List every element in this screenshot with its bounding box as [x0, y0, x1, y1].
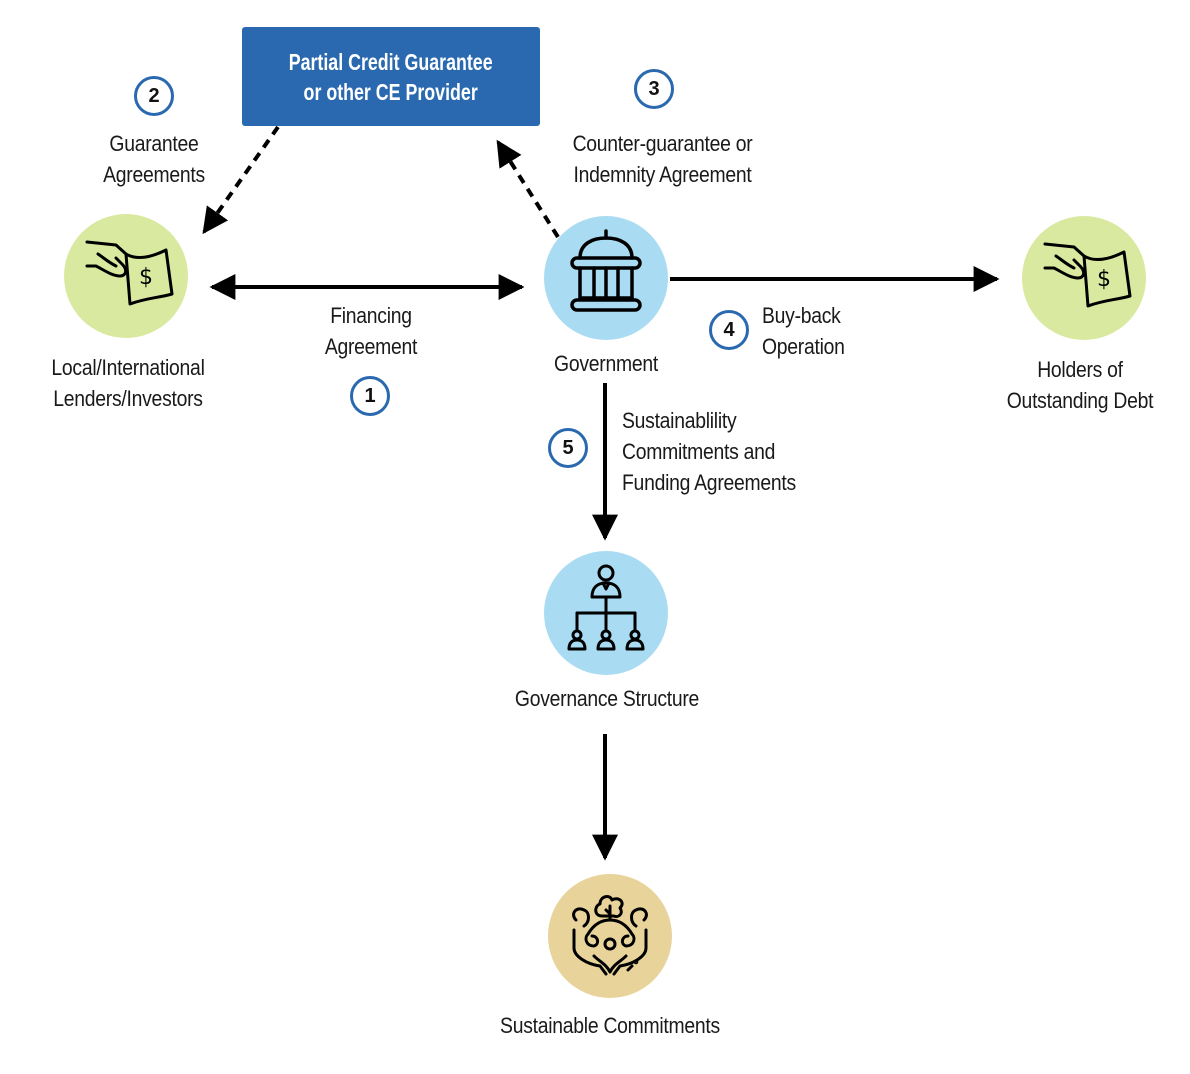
hand-money-icon: $: [1043, 242, 1132, 308]
buyback-line1: Buy-back: [762, 303, 841, 328]
guarantee-agreements-arrow: [202, 125, 280, 235]
svg-text:$: $: [1097, 267, 1111, 292]
buyback-line2: Operation: [762, 334, 845, 359]
guarantee-agreements-line2: Agreements: [103, 162, 205, 187]
lenders-label: Local/International Lenders/Investors: [22, 352, 233, 414]
holders-label: Holders of Outstanding Debt: [988, 354, 1173, 416]
guarantee-agreements-line1: Guarantee: [109, 131, 199, 156]
sustainability-line1: Sustainablility: [622, 408, 737, 433]
lenders-label-line2: Lenders/Investors: [53, 386, 203, 411]
capitol-building-icon: [570, 229, 642, 312]
sustainable-commitments-node: [548, 874, 672, 998]
counter-guarantee-label: Counter-guarantee or Indemnity Agreement: [546, 128, 779, 190]
provider-label-line1: Partial Credit Guarantee: [289, 48, 493, 75]
lenders-node: $: [64, 214, 188, 338]
step-3-badge: 3: [634, 69, 674, 109]
holders-label-line2: Outstanding Debt: [1006, 388, 1154, 413]
step-4-badge: 4: [709, 310, 749, 350]
hands-nature-icon: [572, 895, 648, 976]
government-label: Government: [554, 351, 658, 376]
governance-structure-node: [544, 551, 668, 675]
lenders-label-line1: Local/International: [51, 355, 205, 380]
counter-guarantee-line2: Indemnity Agreement: [573, 162, 752, 187]
financing-agreement-line2: Agreement: [324, 334, 418, 359]
government-node: [544, 216, 668, 340]
counter-guarantee-arrow: [496, 139, 560, 239]
org-chart-icon: [567, 564, 645, 651]
holders-label-line1: Holders of: [1037, 357, 1123, 382]
guarantee-agreements-label: Guarantee Agreements: [66, 128, 242, 190]
step-1-badge: 1: [350, 376, 390, 416]
sustainability-line2: Commitments and: [622, 439, 776, 464]
sustainable-commitments-label: Sustainable Commitments: [500, 1013, 720, 1038]
step-2-badge: 2: [134, 76, 174, 116]
counter-guarantee-line1: Counter-guarantee or: [572, 131, 753, 156]
step-5-badge: 5: [548, 428, 588, 468]
buyback-operation-label: Buy-back Operation: [762, 300, 894, 362]
financing-agreement-line1: Financing: [330, 303, 412, 328]
svg-text:$: $: [139, 265, 153, 290]
provider-label-line2: or other CE Provider: [303, 78, 479, 105]
sustainability-funding-label: Sustainablility Commitments and Funding …: [622, 405, 851, 498]
financing-agreement-label: Financing Agreement: [305, 300, 437, 362]
hand-money-icon: $: [85, 240, 174, 306]
sustainability-line3: Funding Agreements: [622, 470, 796, 495]
holders-node: $: [1022, 216, 1146, 340]
partial-credit-guarantee-provider-box: Partial Credit Guarantee or other CE Pro…: [242, 27, 540, 126]
governance-structure-label: Governance Structure: [514, 686, 700, 711]
